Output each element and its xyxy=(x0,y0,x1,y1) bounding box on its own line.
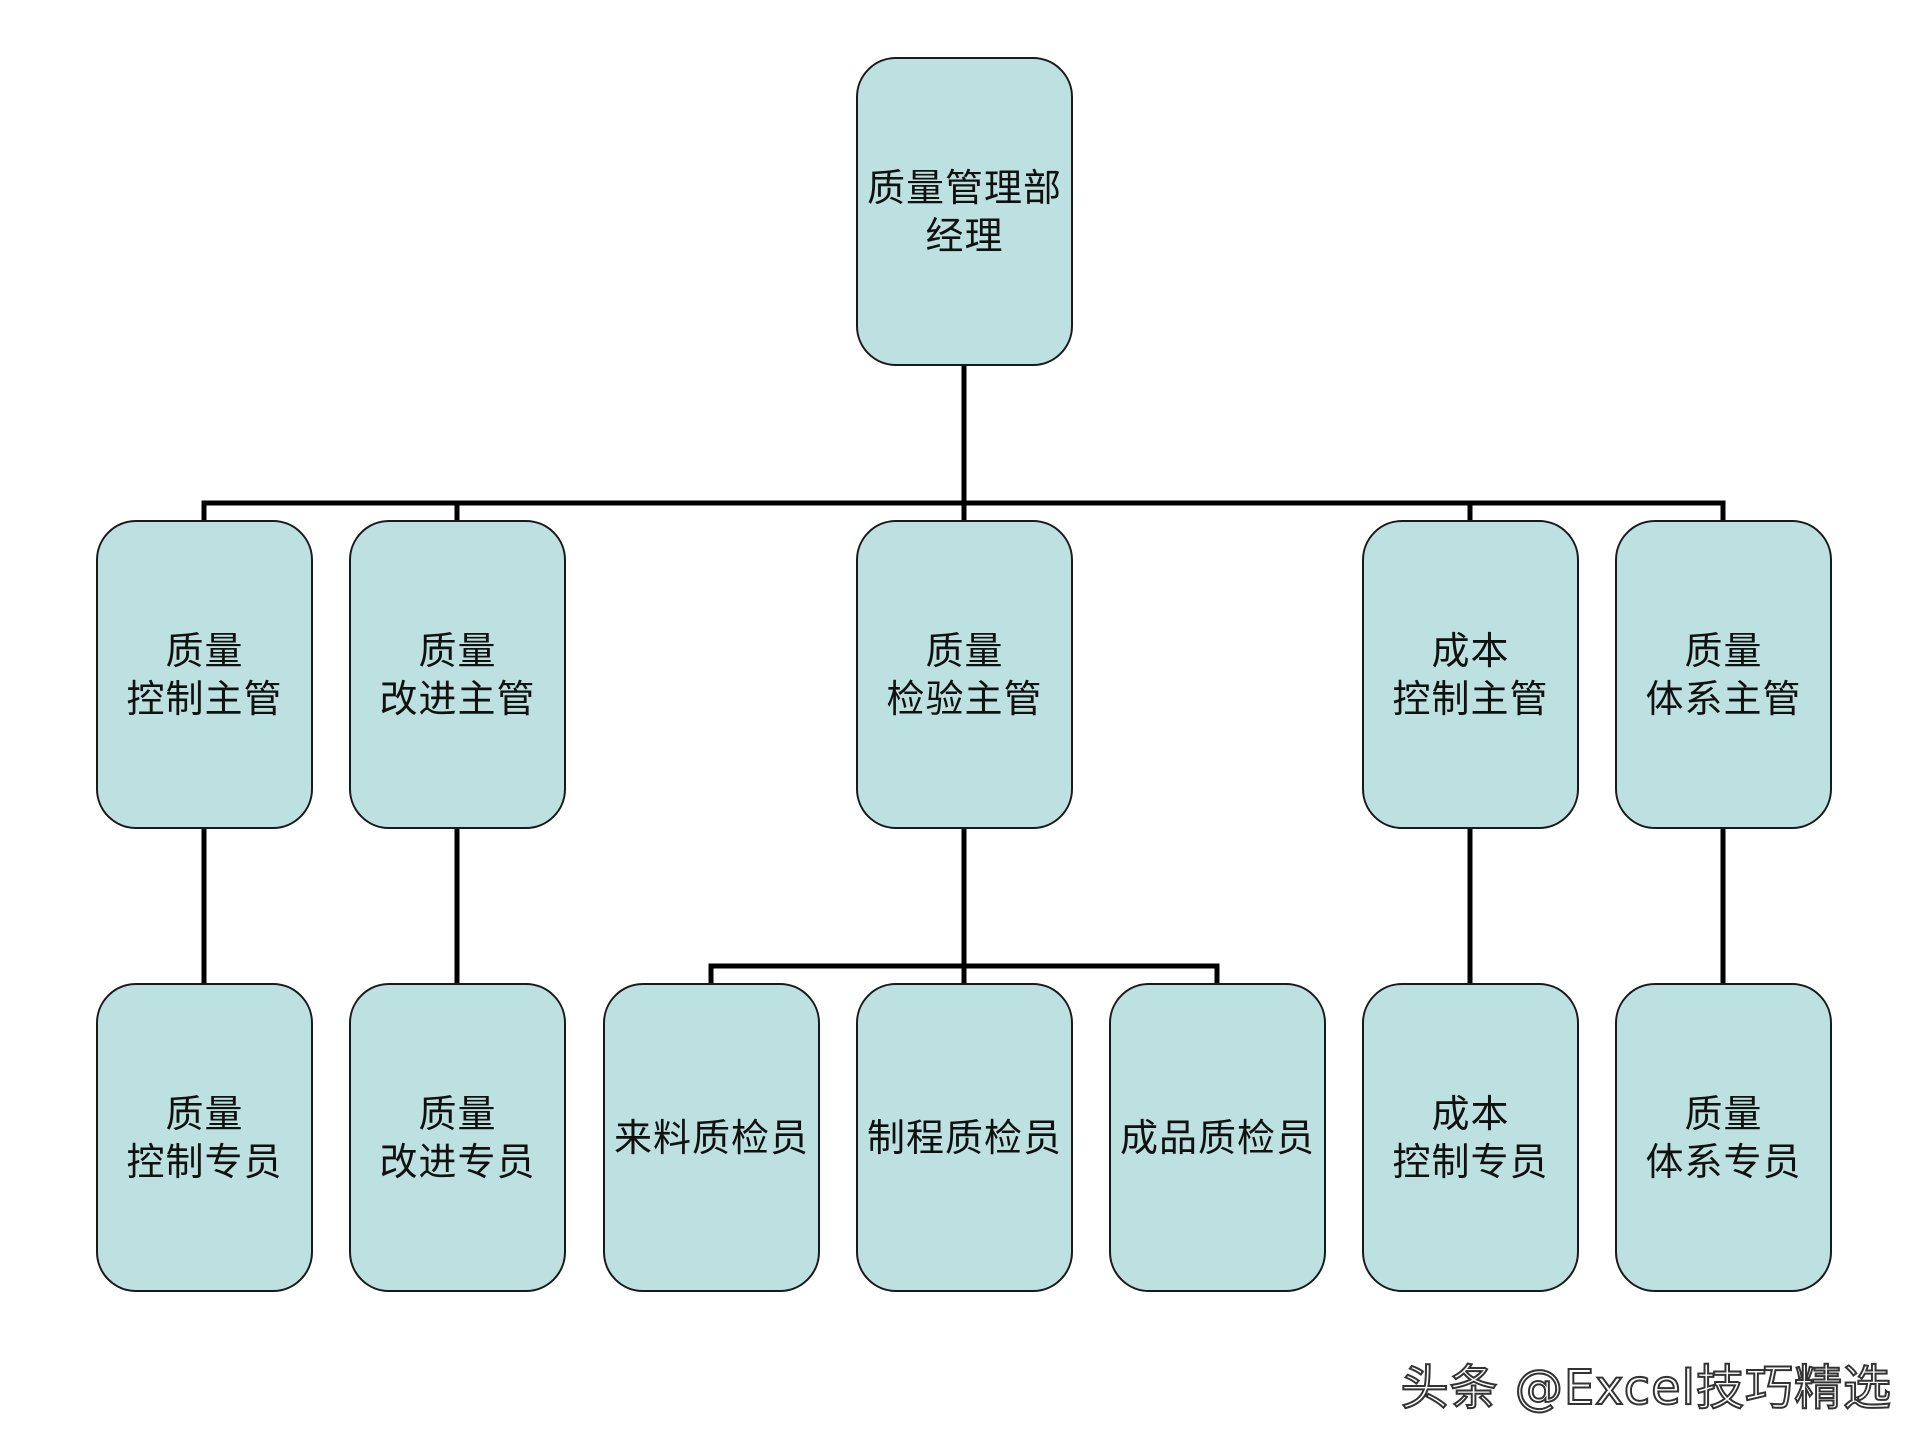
node-label-line1: 质量 xyxy=(1684,628,1763,673)
node-label-line1: 质量管理部 xyxy=(866,165,1062,210)
node-label-line1: 成品质检员 xyxy=(1119,1115,1315,1160)
node-label-line2: 控制专员 xyxy=(1392,1139,1549,1184)
node-label-line1: 制程质检员 xyxy=(866,1115,1062,1160)
node-label-line1: 成本 xyxy=(1431,1091,1510,1136)
node-label-line1: 质量 xyxy=(418,1091,497,1136)
node-label-line2: 检验主管 xyxy=(886,676,1043,721)
node-label-line1: 质量 xyxy=(1684,1091,1763,1136)
node-cost-control-specialist[interactable]: 成本 控制专员 xyxy=(1362,983,1579,1292)
node-label-line1: 来料质检员 xyxy=(613,1115,809,1160)
node-label-line2: 控制主管 xyxy=(126,676,283,721)
node-cost-control-supervisor[interactable]: 成本 控制主管 xyxy=(1362,520,1579,829)
node-finished-goods-inspector[interactable]: 成品质检员 xyxy=(1109,983,1326,1292)
node-label-line2: 体系主管 xyxy=(1645,676,1802,721)
node-quality-system-specialist[interactable]: 质量 体系专员 xyxy=(1615,983,1832,1292)
node-quality-system-supervisor[interactable]: 质量 体系主管 xyxy=(1615,520,1832,829)
node-quality-control-supervisor[interactable]: 质量 控制主管 xyxy=(96,520,313,829)
node-label-line1: 质量 xyxy=(165,628,244,673)
node-label-line2: 体系专员 xyxy=(1645,1139,1802,1184)
node-label-line2: 改进主管 xyxy=(379,676,536,721)
node-label-line2: 控制主管 xyxy=(1392,676,1549,721)
node-incoming-inspector[interactable]: 来料质检员 xyxy=(603,983,820,1292)
node-quality-control-specialist[interactable]: 质量 控制专员 xyxy=(96,983,313,1292)
node-label-line2: 控制专员 xyxy=(126,1139,283,1184)
watermark: 头条 @Excel技巧精选 xyxy=(1400,1359,1892,1417)
node-label-line1: 成本 xyxy=(1431,628,1510,673)
node-process-inspector[interactable]: 制程质检员 xyxy=(856,983,1073,1292)
node-label-line2: 经理 xyxy=(925,213,1004,258)
node-quality-inspection-supervisor[interactable]: 质量 检验主管 xyxy=(856,520,1073,829)
node-label-line1: 质量 xyxy=(165,1091,244,1136)
node-label-line2: 改进专员 xyxy=(379,1139,536,1184)
node-label-line1: 质量 xyxy=(925,628,1004,673)
node-quality-improvement-specialist[interactable]: 质量 改进专员 xyxy=(349,983,566,1292)
node-label-line1: 质量 xyxy=(418,628,497,673)
node-quality-improvement-supervisor[interactable]: 质量 改进主管 xyxy=(349,520,566,829)
node-quality-dept-manager[interactable]: 质量管理部 经理 xyxy=(856,57,1073,366)
